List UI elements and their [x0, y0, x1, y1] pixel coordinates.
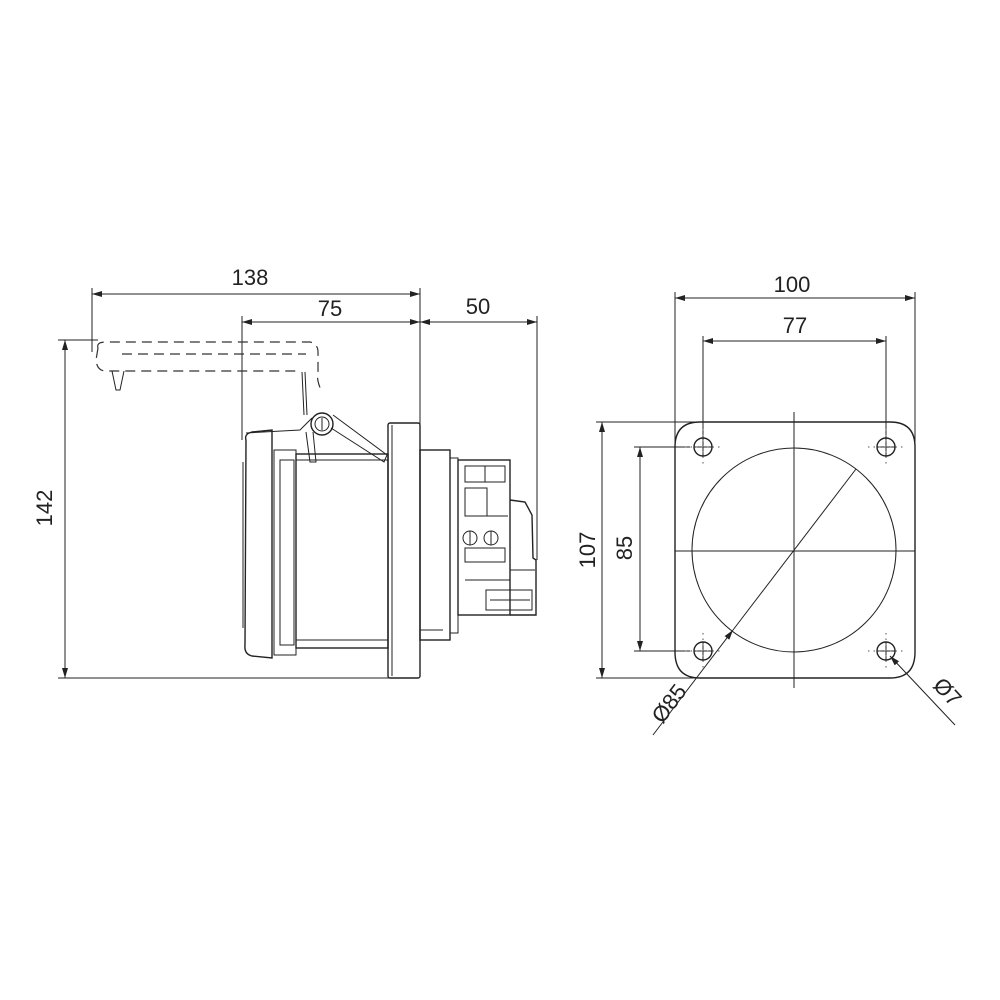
dim-label-107: 107: [575, 532, 600, 569]
dim-label-77: 77: [783, 313, 807, 338]
dim-label-diameter-7: Ø7: [928, 673, 966, 712]
hole-top-left: [685, 429, 721, 465]
diameter-7-leader: [889, 655, 956, 726]
lid-outline: [95, 341, 323, 416]
dim-label-138: 138: [232, 265, 269, 290]
mounting-flange: [387, 422, 421, 679]
hinge: [245, 412, 388, 463]
front-ring: [242, 429, 297, 659]
hole-top-right: [868, 429, 904, 465]
hole-bottom-right: [868, 633, 904, 669]
terminal-block: [457, 459, 537, 616]
dim-label-75: 75: [318, 296, 342, 321]
dim-label-diameter-85: Ø85: [647, 679, 692, 727]
side-view: 138 75 50 142: [32, 265, 538, 679]
mounting-plate: [674, 421, 916, 679]
hole-bottom-left: [685, 633, 721, 669]
dim-label-100: 100: [774, 272, 811, 297]
dim-label-85: 85: [612, 536, 637, 560]
mounting-holes: [685, 429, 904, 669]
dim-label-142: 142: [32, 490, 57, 527]
front-view: 100 77 107 85 Ø85 Ø7: [575, 272, 967, 736]
diameter-85-leader: [652, 629, 734, 736]
body: [295, 453, 389, 649]
dim-label-50: 50: [466, 294, 490, 319]
rear-body: [419, 449, 459, 641]
